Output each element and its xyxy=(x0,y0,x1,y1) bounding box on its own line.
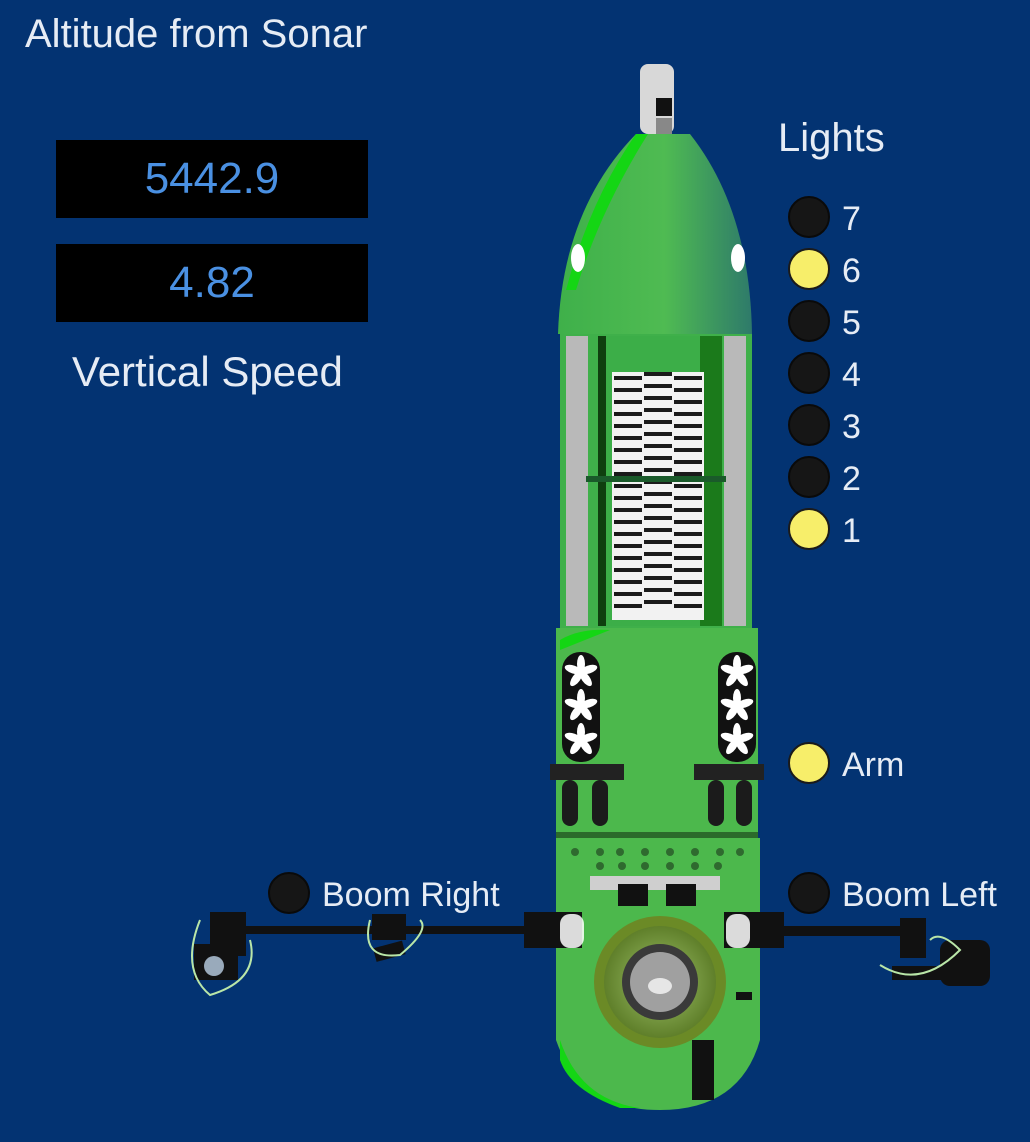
light-6-label: 6 xyxy=(842,252,861,290)
light-4-label: 4 xyxy=(842,356,861,394)
boom-right-indicator[interactable] xyxy=(268,872,310,914)
light-6-indicator[interactable] xyxy=(788,248,830,290)
light-1-label: 1 xyxy=(842,512,861,550)
lights-title: Lights xyxy=(778,116,885,160)
light-3-indicator[interactable] xyxy=(788,404,830,446)
light-3-label: 3 xyxy=(842,408,861,446)
page-title: Altitude from Sonar xyxy=(25,12,368,56)
arm-indicator[interactable] xyxy=(788,742,830,784)
light-7-label: 7 xyxy=(842,200,861,238)
vertical-speed-readout: 4.82 xyxy=(56,244,368,322)
top-beacon xyxy=(640,64,674,134)
boom-left-label: Boom Left xyxy=(842,876,997,914)
boom-right-label: Boom Right xyxy=(322,876,500,914)
boom-right-arm xyxy=(191,912,584,997)
light-2-label: 2 xyxy=(842,460,861,498)
light-2-indicator[interactable] xyxy=(788,456,830,498)
altitude-readout: 5442.9 xyxy=(56,140,368,218)
light-7-indicator[interactable] xyxy=(788,196,830,238)
vertical-speed-label: Vertical Speed xyxy=(72,348,343,395)
lower-hull xyxy=(556,838,760,1110)
light-1-indicator[interactable] xyxy=(788,508,830,550)
light-5-indicator[interactable] xyxy=(788,300,830,342)
battery-section xyxy=(560,334,752,628)
light-5-label: 5 xyxy=(842,304,861,342)
boom-left-indicator[interactable] xyxy=(788,872,830,914)
arm-label: Arm xyxy=(842,746,905,784)
light-4-indicator[interactable] xyxy=(788,352,830,394)
thruster-section xyxy=(550,628,764,838)
boom-left-arm xyxy=(724,912,990,986)
